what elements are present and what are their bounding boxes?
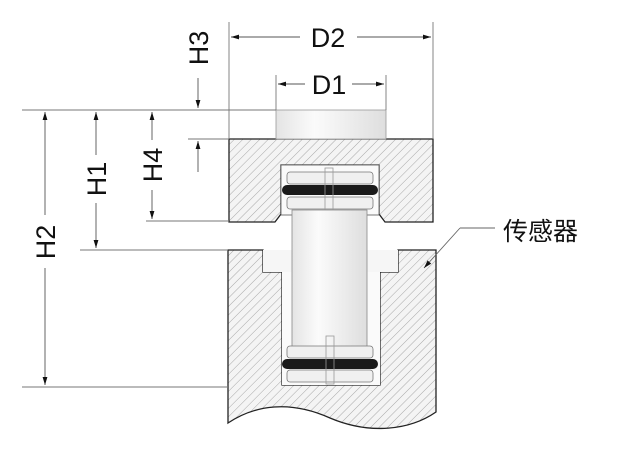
label-h4: H4	[138, 148, 168, 183]
label-h1: H1	[82, 162, 112, 197]
label-h2: H2	[31, 225, 61, 260]
sensor-cap	[275, 109, 387, 140]
label-d1: D1	[312, 70, 347, 100]
sensor-shaft	[291, 209, 368, 351]
o-ring-top	[282, 185, 378, 195]
extension-lines	[22, 22, 434, 388]
label-h3: H3	[184, 31, 214, 66]
dimension-lines	[42, 34, 431, 385]
o-ring-bottom	[282, 359, 378, 369]
label-d2: D2	[311, 23, 346, 53]
label-sensor: 传感器	[503, 217, 578, 246]
